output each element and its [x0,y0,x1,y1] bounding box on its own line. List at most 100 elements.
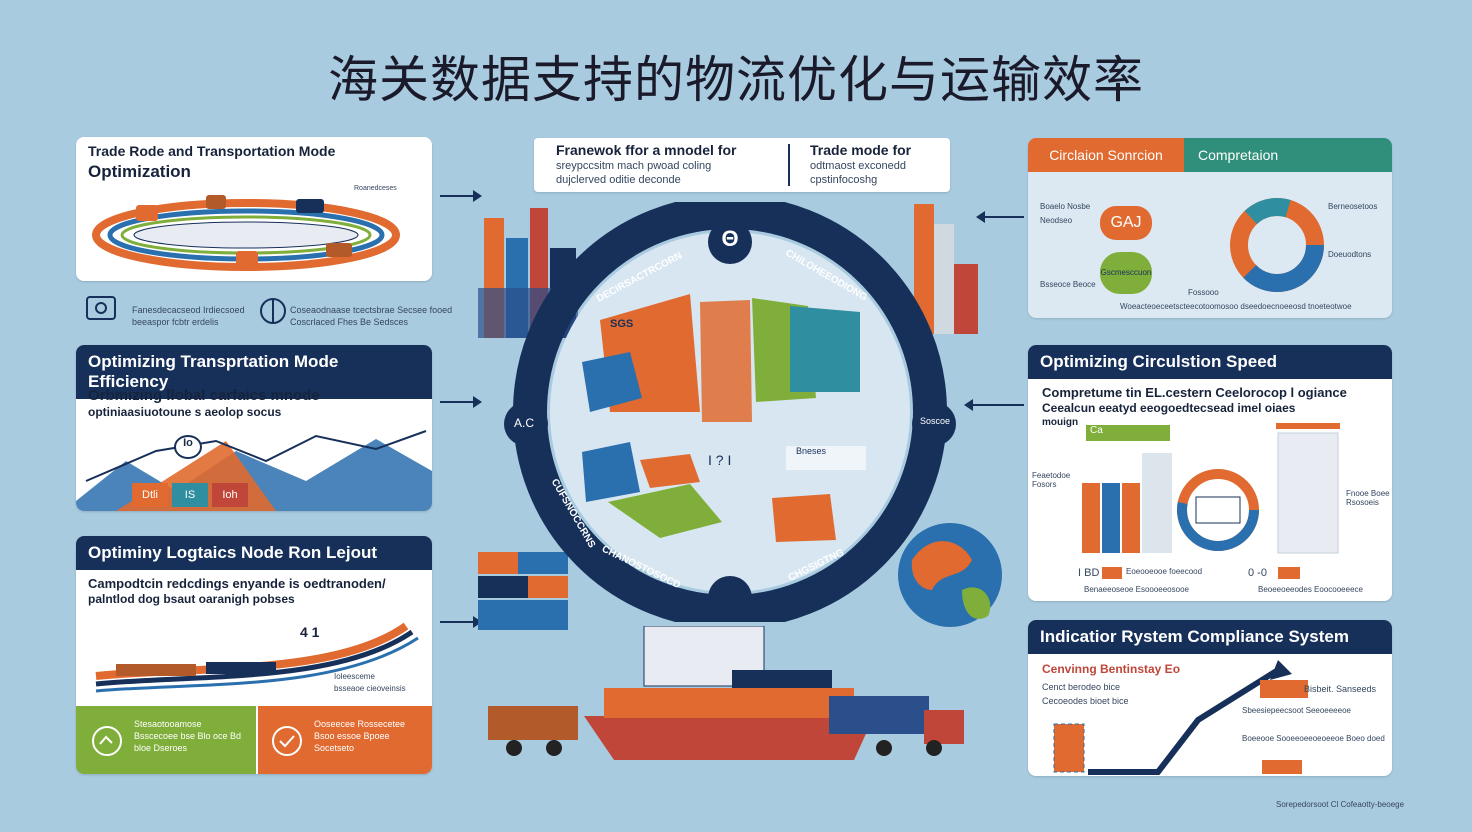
hub-left-label: A.C [513,416,534,430]
efficiency-line-2: optiniaasiuotoune s aeolop socus [88,405,282,419]
hub-top-icon: Θ [721,226,739,251]
layout-route-label: 4 1 [300,624,320,640]
compliance-label-b: Sbeesiepeecsoot Seeoeeeeoe [1242,706,1351,715]
framework-right-sub-1: odtmaost exconedd [810,160,907,172]
compliance-trend-chart [1053,660,1308,775]
compliance-panel: Indicatior Rystem Compliance System Cenv… [1028,620,1392,776]
speed-label-right: Fnooe Boee Rsosoeis [1346,489,1390,507]
circulation-speed-panel: Optimizing Circulstion Speed Compretume … [1028,345,1392,601]
speed-legend-right: 0 -0 [1248,567,1267,579]
framework-left-title: Franewok ffor a mnodel for [556,142,737,158]
layout-footer-left: Stesaotooamose Bsscecoee bse Blo oce Bd … [76,706,256,774]
cargo-ship-and-trucks [488,626,964,760]
truck-icon [136,205,158,221]
tab-compression[interactable]: Compretaion [1184,138,1392,172]
layout-route-illustration [95,622,419,693]
logistics-layout-panel: Optiminy Logtaics Node Ron Lejout Campod… [76,536,432,774]
speed-badge: Ca [1086,425,1170,441]
arrow-to-hub-3 [440,616,482,628]
compliance-label-c: Boeeooe Sooeeoeeoeoeeoe Boeo doed [1242,734,1385,743]
layout-footer-right-text: Ooseecee Rossecetee Bsoo essoe Bpoee Soc… [314,719,406,753]
speed-line-2: Ceealcun eeatyd eeogoedtecsead imel oiae… [1042,401,1296,415]
trade-route-subtitle: Optimization [88,162,191,181]
trade-route-title: Trade Rode and Transportation Mode [88,143,336,159]
circulation-footer: Woeacteoeceetscteecotoomosoo dseedoecnoe… [1120,302,1352,311]
trade-note-2b: Coscrlaced Fhes Be Sedsces [290,317,409,327]
framework-box: Franewok ffor a mnodel for sreypccsitm m… [534,138,950,192]
speed-label-left: Feaetodoe Fosors [1032,471,1071,489]
speed-footer-right: Beoeeoeeodes Eoocooeeece [1258,585,1363,594]
globe-icon [260,298,286,324]
efficiency-bar-1: Dtli [132,483,168,507]
hub-node-top [708,220,752,264]
layout-line-2: palntlod dog bsaut oaranigh pobses [88,592,295,606]
efficiency-bar-3: Ioh [212,483,248,507]
efficiency-panel: Optimizing Transprtation Mode Efficiency… [76,345,432,511]
container-buildings-right [914,204,978,334]
compliance-sub-1: Cenvinng Bentinstay Eo [1042,662,1181,676]
layout-header: Optiminy Logtaics Node Ron Lejout [76,536,432,570]
layout-footer-left-text: Stesaotooamose Bsscecoee bse Blo oce Bd … [134,719,242,753]
efficiency-line-1: Orbmizing llobal carfaics mnode [88,387,320,404]
circulation-box-top: GAJ [1100,206,1152,240]
framework-divider [788,144,790,186]
hub-right-label: Soscoe [919,416,951,426]
trade-route-panel: Trade Rode and Transportation Mode Optim… [76,137,432,281]
efficiency-illustration [76,430,432,511]
footer-credit: Sorepedorsoot Cl Cofeaotty-beoege [1276,800,1405,809]
page-title: 海关数据支持的物流优化与运输效率 [328,51,1144,109]
framework-left-sub-2: dujclerved oditie deconde [556,174,681,186]
tab-circulation[interactable]: Circlaion Sonrcion [1028,138,1184,172]
compliance-sub-3: Cecoeodes bioet bice [1042,696,1129,706]
customs-doc-icon [86,296,116,320]
circulation-box-bottom: Gscmesccuon [1100,252,1152,294]
arrow-from-circulation [976,211,1024,223]
speed-legend-left: I BD [1078,567,1100,579]
speed-bar-chart-left [1082,453,1172,553]
speed-header: Optimizing Circulstion Speed [1028,345,1392,379]
circulation-label-r2: Doeuodtons [1328,250,1372,259]
circulation-label-l2: Neodseo [1040,216,1073,225]
layout-note-2: bsseaoe cieoveinsis [334,684,406,693]
hub-price: I ? I [708,452,732,468]
speed-footer-left: Benaeeoseoe Esoooeeosooe [1084,585,1189,594]
speed-line-1: Compretume tin EL.cestern Ceelorocop l o… [1042,385,1347,400]
arrow-to-hub-2 [440,396,482,408]
circulation-panel: Circlaion Sonrcion Compretaion GAJ Gscme… [1028,138,1392,318]
circulation-label-l3: Bsseoce Beoce [1040,280,1096,289]
trade-note-2: Coseaodnaase tcectsbrae Secsee fooed [290,305,453,315]
chart-arrow-icon [92,726,122,756]
trade-route-small-label: Roanedceses [354,185,397,192]
trade-note-1b: beeaspor fcbtr erdelis [132,317,219,327]
speed-legend-right-swatch [1278,567,1300,579]
circulation-label-r3: Fossooo [1188,288,1219,297]
layout-line-1: Campodtcin redcdings enyande is oedtrano… [88,576,386,591]
globe-illustration [898,523,1002,627]
circulation-label-r1: Berneosetoos [1328,202,1378,211]
container-stack [478,552,568,630]
framework-left-sub-1: sreypccsitm mach pwoad coling [556,160,712,172]
speed-line-3: mouign [1042,417,1079,428]
framework-right-title: Trade mode for [810,142,912,158]
efficiency-header: Optimizing Transprtation Mode Efficiency [76,345,432,399]
trade-note-1: Fanesdecacseod Irdiecsoed [132,305,245,315]
compliance-header: Indicatior Rystem Compliance System [1028,620,1392,654]
framework-right-sub-2: cpstinfocoshg [810,174,878,186]
arrow-to-hub-1 [440,190,482,202]
trade-route-illustration [92,195,400,271]
hub-chart-category: Bneses [796,446,827,456]
check-circle-icon [272,726,302,756]
speed-donut [1177,469,1259,551]
circulation-label-l1: Boaelo Nosbe [1040,202,1091,211]
central-hub [504,202,956,622]
circulation-donut [1230,198,1324,292]
arrow-from-speed [964,399,1024,411]
compliance-label-a: Bisbeit. Sanseeds [1304,684,1377,694]
speed-legend-left-swatch [1102,567,1122,579]
speed-bar-chart-right [1276,423,1340,554]
layout-note: Ioleesceme [334,672,375,681]
hub-chart-label: SGS [610,318,634,330]
efficiency-badge: Io [174,435,202,459]
compliance-sub-2: Cenct berodeo bice [1042,682,1121,692]
layout-footer-right: Ooseecee Rossecetee Bsoo essoe Bpoee Soc… [258,706,432,774]
